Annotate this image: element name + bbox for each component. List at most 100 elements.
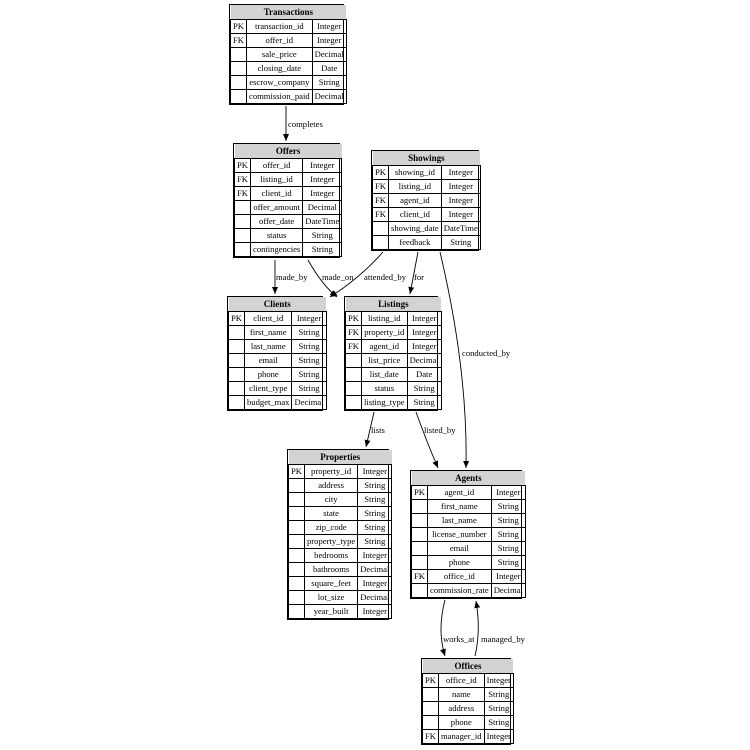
key-cell: [228, 325, 245, 340]
edge-label-completes: completes: [288, 119, 323, 129]
key-cell: [228, 381, 245, 396]
key-cell: [288, 534, 305, 549]
column-name: first_name: [243, 325, 293, 340]
column-name: property_id: [303, 464, 359, 479]
column-type: Integer: [291, 311, 327, 326]
column-name: lot_size: [303, 590, 359, 605]
edge-for: [408, 251, 419, 295]
key-cell: [411, 499, 428, 514]
edge-label-listed-by: listed_by: [424, 425, 456, 435]
column-name: city: [303, 492, 359, 507]
key-cell: [230, 47, 247, 62]
key-cell: [228, 353, 245, 368]
column-name: phone: [243, 367, 293, 382]
column-name: state: [303, 506, 359, 521]
edge-listed-by: [415, 411, 439, 469]
edge-conducted-by: [439, 251, 470, 469]
column-name: status: [361, 381, 408, 396]
column-type: Integer: [406, 325, 442, 340]
column-type: Date: [406, 367, 442, 382]
key-cell: [228, 395, 245, 410]
column-type: Integer: [311, 33, 347, 48]
column-type: String: [490, 527, 526, 542]
column-type: Integer: [302, 186, 343, 201]
column-type: Integer: [406, 311, 442, 326]
column-name: offer_date: [249, 214, 304, 229]
column-name: list_date: [361, 367, 408, 382]
key-cell: [411, 527, 428, 542]
key-cell: PK: [422, 673, 439, 688]
column-type: String: [483, 715, 514, 730]
column-type: String: [357, 492, 393, 507]
column-name: showing_date: [388, 221, 442, 236]
key-cell: [345, 367, 362, 382]
key-cell: [288, 478, 305, 493]
column-type: Decimal: [357, 562, 393, 577]
key-cell: [288, 548, 305, 563]
column-type: Integer: [483, 673, 514, 688]
column-type: Decimal: [357, 590, 393, 605]
key-cell: [288, 492, 305, 507]
key-cell: [288, 590, 305, 605]
column-name: agent_id: [427, 485, 492, 500]
column-name: zip_code: [303, 520, 359, 535]
key-cell: [411, 555, 428, 570]
column-type: String: [483, 687, 514, 702]
key-cell: FK: [230, 33, 247, 48]
key-cell: [288, 562, 305, 577]
edge-managed-by: [474, 600, 481, 657]
edge-label-lists: lists: [371, 425, 386, 435]
column-name: offer_id: [246, 33, 313, 48]
entity-title: Showings: [372, 151, 481, 166]
key-cell: [230, 89, 247, 104]
column-name: offer_id: [249, 158, 304, 173]
column-name: address: [438, 701, 485, 716]
key-cell: [234, 214, 251, 229]
key-cell: FK: [411, 569, 428, 584]
key-cell: [234, 242, 251, 257]
column-type: String: [302, 228, 343, 243]
column-type: String: [490, 499, 526, 514]
column-type: Decimal: [490, 583, 526, 598]
column-type: Integer: [440, 179, 481, 194]
column-name: name: [438, 687, 485, 702]
column-type: Integer: [302, 172, 343, 187]
column-type: DateTime: [302, 214, 343, 229]
key-cell: FK: [234, 186, 251, 201]
column-name: address: [303, 478, 359, 493]
column-type: Integer: [440, 165, 481, 180]
key-cell: FK: [234, 172, 251, 187]
column-type: Decimal: [302, 200, 343, 215]
column-type: String: [311, 75, 347, 90]
column-name: closing_date: [246, 61, 313, 76]
column-type: String: [291, 367, 327, 382]
column-type: String: [357, 534, 393, 549]
column-type: String: [490, 513, 526, 528]
entity-title: Offices: [422, 659, 514, 674]
edge-label-for: for: [414, 272, 424, 282]
column-type: Date: [311, 61, 347, 76]
column-name: office_id: [427, 569, 492, 584]
column-name: escrow_company: [246, 75, 313, 90]
